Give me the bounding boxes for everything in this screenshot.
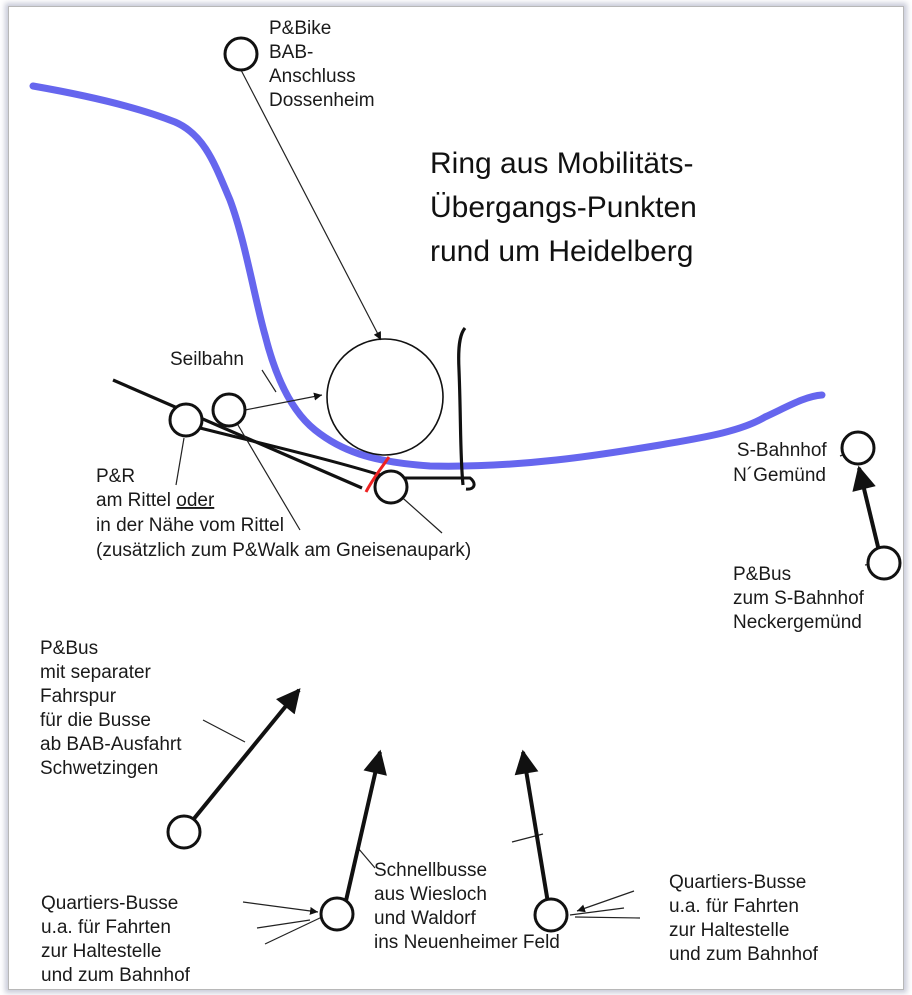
quartiers-right-node xyxy=(533,897,569,933)
quartiers-left-leader-1 xyxy=(242,901,319,915)
quartiers-right-leader-2 xyxy=(569,907,625,916)
road-line xyxy=(112,378,363,490)
pbike-label: P&Bike BAB- Anschluss Dossenheim xyxy=(269,18,375,111)
seilbahn-leader xyxy=(261,369,277,393)
road-bypass xyxy=(199,426,476,491)
pbus-left-label: P&Bus mit separater Fahrspur für die Bus… xyxy=(40,638,187,779)
diagram-title: Ring aus Mobilitäts- Übergangs-Punkten r… xyxy=(430,147,705,268)
pbike-node xyxy=(223,36,259,72)
quartiers-right-leader-3 xyxy=(574,916,641,919)
rittel-leader xyxy=(234,419,301,531)
sbahn-ngemuend-node xyxy=(840,430,876,466)
pbus-neckargemuend-node xyxy=(866,545,902,581)
pbus-right-label: P&Bus zum S-Bahnhof Neckergemünd xyxy=(733,564,869,633)
pbus-schwetzingen-node xyxy=(166,814,202,850)
quartiers-left-leader-3 xyxy=(264,916,323,945)
sbahn-label: S-Bahnhof N´Gemünd xyxy=(733,440,832,486)
seilbahn-node xyxy=(211,392,247,428)
diagram-frame xyxy=(8,6,904,990)
quartiers-right-label: Quartiers-Busse u.a. für Fahrten zur Hal… xyxy=(669,872,819,965)
quartiers-left-leader-2 xyxy=(256,919,311,929)
pbus-left-leader xyxy=(202,719,246,743)
red-crossing-mark xyxy=(364,456,391,493)
pr-rittel-node xyxy=(168,402,204,438)
road-vertical xyxy=(457,326,467,486)
pbike-arrow xyxy=(240,69,382,341)
heidelberg-center-circle xyxy=(326,338,444,456)
sbahn-bold-arrow xyxy=(852,465,882,556)
pr-leader xyxy=(175,437,185,486)
gneisenau-node xyxy=(373,469,409,505)
pbus-bold-arrow xyxy=(186,688,301,828)
quartiers-left-node xyxy=(319,896,355,932)
pr-label: P&R am Rittel oder in der Nähe vom Ritte… xyxy=(96,466,471,561)
schnellbus-right-bold-arrow xyxy=(514,749,550,904)
quartiers-left-label: Quartiers-Busse u.a. für Fahrten zur Hal… xyxy=(41,893,191,986)
schnellbusse-leader-left xyxy=(357,847,376,869)
quartiers-right-leader-1 xyxy=(576,890,635,913)
schnellbusse-label: Schnellbusse aus Wiesloch und Waldorf in… xyxy=(374,860,560,953)
seilbahn-label: Seilbahn xyxy=(170,349,244,370)
river-line xyxy=(29,82,826,470)
schnellbus-left-bold-arrow xyxy=(343,749,387,906)
seilbahn-arrow xyxy=(244,392,323,411)
